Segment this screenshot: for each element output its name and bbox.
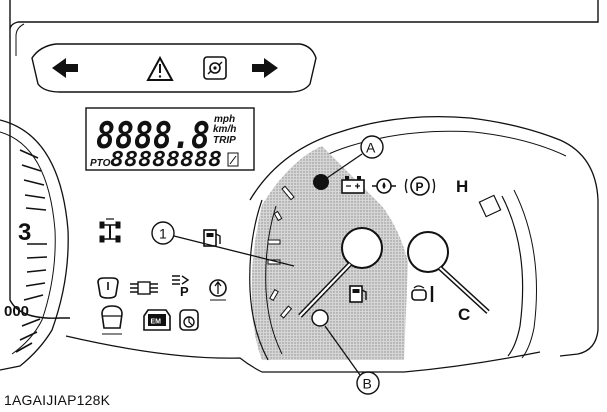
- fuel-pump-icon: [203, 229, 221, 247]
- transmission-warning-icon: [203, 56, 227, 80]
- coolant-temperature-icon: [411, 285, 434, 302]
- engine-malfunction-icon: EM: [143, 309, 171, 331]
- lcd-unit-trip: TRIP: [213, 135, 236, 146]
- svg-text:A: A: [366, 140, 376, 156]
- hazard-warning-icon: [146, 55, 174, 81]
- warning-light-strip: [31, 43, 317, 93]
- engine-malfunction-label: EM: [151, 319, 162, 326]
- panel-outline-top: [9, 0, 599, 31]
- cruise-control-icon: [101, 305, 123, 335]
- lcd-pto-digits: 88888888: [110, 147, 222, 171]
- callout-one: 1: [151, 221, 295, 267]
- lcd-display: 8888.8 mph km/h TRIP PTO 88888888: [85, 107, 255, 171]
- callout-a: A: [326, 135, 384, 179]
- tachometer-ticks: [15, 149, 48, 353]
- tach-digit-3: 3: [18, 219, 31, 246]
- svg-text:1: 1: [159, 226, 167, 242]
- lcd-unit-kmh: km/h: [213, 124, 236, 135]
- oil-pressure-icon: [372, 178, 396, 194]
- temp-gauge-hot-block: [478, 194, 502, 218]
- tachometer-outline: [0, 119, 69, 371]
- lcd-unit-mph: mph: [214, 114, 235, 125]
- parking-brake-icon: P: [404, 176, 436, 196]
- parking-brake-letter: P: [416, 180, 424, 194]
- temp-cold-label: C: [458, 305, 470, 324]
- indicator-lamp-b: [311, 309, 329, 327]
- fuel-gauge-ticks: [267, 185, 295, 319]
- regeneration-indicator-icon: [130, 281, 158, 295]
- indicator-lamp-a: [313, 174, 329, 190]
- engine-rpm-icon: [209, 279, 227, 301]
- figure-caption: 1AGAIJIAP128K: [4, 392, 111, 408]
- battery-icon: [341, 176, 365, 194]
- fuel-gauge-needle: [298, 227, 383, 318]
- lcd-main-digits: 8888.8: [96, 116, 210, 157]
- pto-indicator-icon: P: [172, 275, 190, 299]
- callout-b: B: [324, 325, 380, 395]
- turn-right-arrow-icon: [252, 58, 278, 78]
- gauge-outline: [249, 115, 599, 357]
- tach-digit-000: 000: [4, 303, 29, 320]
- temp-high-label: H: [456, 177, 468, 196]
- pto-indicator-letter: P: [180, 284, 189, 299]
- hydraulic-rpm-icon: [179, 309, 199, 331]
- svg-text:B: B: [363, 376, 372, 392]
- four-wheel-drive-icon: [99, 218, 121, 243]
- fuel-gauge-icon: [349, 285, 367, 303]
- turn-left-arrow-icon: [52, 58, 78, 78]
- glow-plug-icon: [97, 277, 119, 299]
- temperature-gauge-needle: [407, 231, 490, 314]
- shaded-gauge-region: [251, 146, 408, 360]
- lcd-pto-label: PTO: [90, 158, 111, 169]
